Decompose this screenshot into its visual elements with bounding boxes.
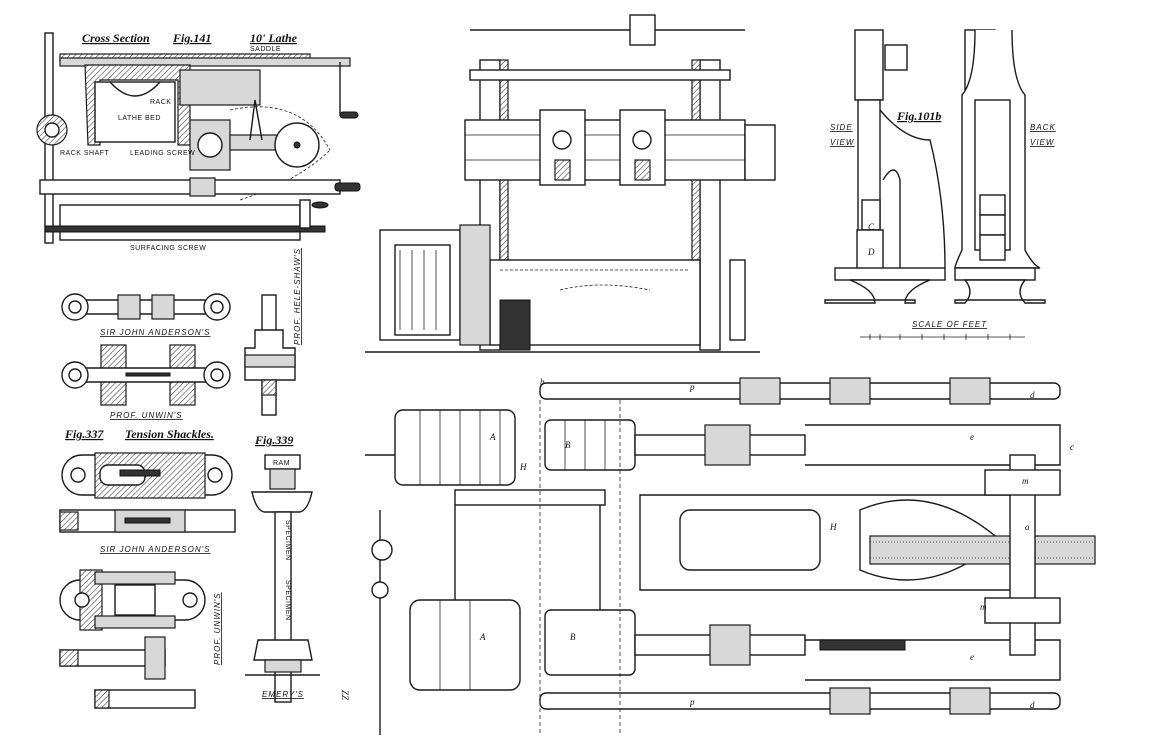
engine-label: B (570, 632, 576, 642)
side-view: C D (824, 29, 946, 304)
engine-label: B (565, 440, 571, 450)
emery-testing-figure: RAM SPECIMEN SPECIMEN EMERY'S (245, 454, 320, 703)
engine-label: b (540, 377, 545, 387)
rack-label: RACK (150, 99, 171, 106)
label-c: C (868, 222, 875, 232)
engine-label: a (1025, 522, 1030, 532)
engine-label: d (1030, 700, 1035, 710)
engine-label: e (970, 432, 974, 442)
back-view (954, 29, 1046, 304)
saddle-label: SADDLE (250, 46, 281, 53)
specimen-label-2: SPECIMEN (284, 580, 291, 621)
unwin-shackle-top (61, 344, 231, 406)
anderson-caption-1: SIR JOHN ANDERSON'S (100, 328, 210, 337)
tension-shackles-figure: SIR JOHN ANDERSON'S PROF. UNWIN'S Fig.33… (59, 293, 236, 709)
side-view-label-2: VIEW (830, 138, 855, 147)
hele-shaw-shackle-figure: PROF. HELE-SHAW'S Fig.339 (244, 248, 302, 447)
lathe-fig-number: Fig.141 (172, 31, 211, 45)
hele-shaw-caption: PROF. HELE-SHAW'S (293, 248, 302, 345)
engine-label: p (689, 697, 695, 707)
lathe-title: 10' Lathe (250, 31, 298, 45)
ram-label: RAM (273, 460, 290, 467)
lathe-cross-section-figure: Cross Section Fig.141 10' Lathe LATHE BE… (36, 31, 361, 252)
lathe-bed-label: LATHE BED (118, 115, 161, 122)
scale-bar (860, 334, 1025, 340)
engine-label: A (489, 432, 496, 442)
engine-plan-figure: A B A B H H d d p p e e m m a b c (365, 377, 1096, 735)
anderson-shackle-top (61, 293, 231, 321)
hele-shaw-fig-number: Fig.339 (254, 433, 293, 447)
unwin-caption-1: PROF. UNWIN'S (110, 411, 183, 420)
planing-machine-figure (365, 14, 776, 353)
unwin-shackle-bottom (59, 569, 206, 709)
engine-label: m (980, 602, 987, 612)
scale-of-feet-label: SCALE OF FEET (912, 320, 987, 329)
engine-label: p (689, 382, 695, 392)
anderson-caption-2: SIR JOHN ANDERSON'S (100, 545, 210, 554)
lathe-title-cross-section: Cross Section (82, 31, 150, 45)
anderson-shackle-bottom (59, 452, 236, 533)
surfacing-screw-label: SURFACING SCREW (130, 245, 206, 252)
engine-label: d (1030, 390, 1035, 400)
side-view-label-1: SIDE (830, 123, 853, 132)
emery-caption: EMERY'S (262, 690, 304, 699)
engine-label: m (1022, 476, 1029, 486)
rack-shaft-label: RACK SHAFT (60, 150, 110, 157)
page-number: ZZ (340, 690, 350, 701)
leading-screw-label: LEADING SCREW (130, 150, 195, 157)
steam-hammer-figure: C D Fig.101b SIDE VIEW BACK VIEW SCALE O… (824, 29, 1056, 340)
label-d: D (867, 247, 875, 257)
shackles-title: Tension Shackles. (125, 427, 214, 441)
engine-label: e (970, 652, 974, 662)
specimen-label-1: SPECIMEN (284, 520, 291, 561)
unwin-caption-2: PROF. UNWIN'S (213, 592, 222, 665)
engine-label: H (519, 462, 527, 472)
engine-label: c (1070, 442, 1074, 452)
engine-label: H (829, 522, 837, 532)
engine-label: A (479, 632, 486, 642)
back-view-label-1: BACK (1030, 123, 1056, 132)
shackles-fig-number: Fig.337 (64, 427, 104, 441)
back-view-label-2: VIEW (1030, 138, 1055, 147)
hammer-fig-number: Fig.101b (896, 109, 941, 123)
